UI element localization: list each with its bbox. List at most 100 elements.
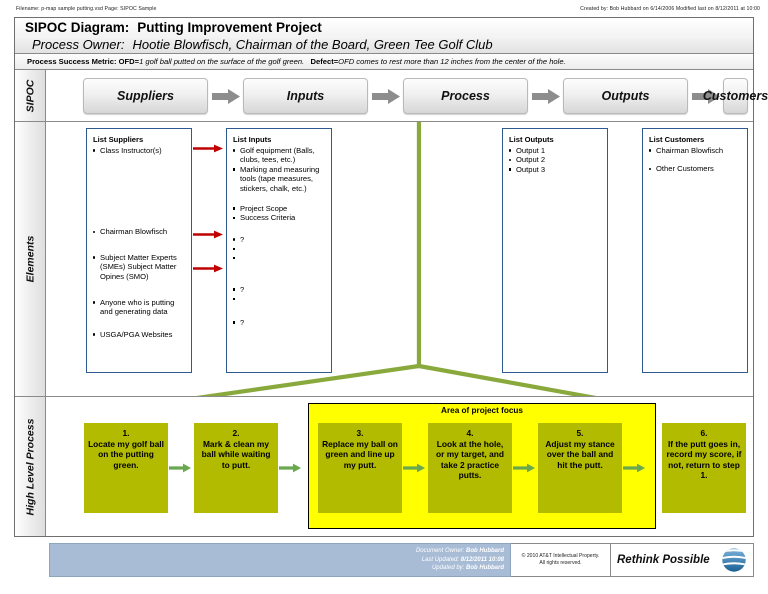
footer-brand-block: Rethink Possible: [611, 543, 754, 577]
footer-owner-line: Document Owner: Bob Hubbard: [50, 547, 504, 556]
process-step-4[interactable]: 4. Look at the hole, or my target, and t…: [428, 423, 512, 513]
list-item: Golf equipment (Balls, clubs, tees, etc.…: [233, 146, 326, 165]
process-step-5-number: 5.: [576, 428, 584, 438]
list-item: Success Criteria: [233, 213, 326, 222]
sipoc-header-process[interactable]: Process: [403, 78, 528, 114]
process-arrow-icon-4: [513, 463, 535, 473]
red-arrow-icon-1: [193, 144, 223, 153]
element-box-customers[interactable]: List Customers Chairman Blowfisch Other …: [642, 128, 748, 373]
sipoc-band-label-text: SIPOC: [24, 79, 36, 112]
process-step-1-number: 1.: [122, 428, 130, 438]
chevron-right-icon-3: [532, 89, 560, 104]
process-step-6-text: If the putt goes in, record my score, if…: [666, 438, 742, 481]
sipoc-header-inputs[interactable]: Inputs: [243, 78, 368, 114]
process-arrow-icon-3: [403, 463, 425, 473]
chevron-right-icon-2: [372, 89, 400, 104]
sipoc-header-process-label: Process: [441, 89, 490, 103]
title-block: SIPOC Diagram:Putting Improvement Projec…: [15, 18, 753, 54]
process-step-1[interactable]: 1. Locate my golf ball on the putting gr…: [84, 423, 168, 513]
list-item: ?: [233, 285, 326, 294]
sipoc-header-customers-label: Customers: [702, 89, 768, 103]
att-globe-icon: [722, 548, 746, 572]
process-owner-label: Process Owner:: [32, 37, 125, 52]
process-step-2-text: Mark & clean my ball while waiting to pu…: [201, 438, 271, 470]
sipoc-band-label: SIPOC: [15, 70, 46, 121]
list-item: Marking and measuring tools (tape measur…: [233, 165, 326, 193]
metric-term-ofd: OFD=: [118, 57, 140, 66]
sipoc-header-inputs-label: Inputs: [286, 89, 325, 103]
sipoc-header-outputs[interactable]: Outputs: [563, 78, 688, 114]
diagram-title-row: SIPOC Diagram:Putting Improvement Projec…: [25, 20, 322, 35]
element-heading-customers: List Customers: [649, 135, 705, 144]
process-step-3-number: 3.: [356, 428, 364, 438]
footer-updatedby-line: Updated by: Bob Hubbard: [50, 564, 504, 573]
process-band-body: Area of project focus 1. Locate my golf …: [46, 397, 753, 536]
list-item: Output 1: [509, 146, 602, 155]
list-item: Anyone who is putting and generating dat…: [93, 298, 186, 317]
metric-def-ofd: 1 golf ball putted on the surface of the…: [139, 57, 305, 66]
process-step-5-text: Adjust my stance over the ball and hit t…: [545, 438, 615, 470]
list-item: Other Customers: [649, 164, 742, 173]
process-owner-row: Process Owner: Hootie Blowfisch, Chairman…: [32, 37, 493, 52]
process-step-3[interactable]: 3. Replace my ball on green and line up …: [318, 423, 402, 513]
element-box-inputs[interactable]: List Inputs Golf equipment (Balls, clubs…: [226, 128, 332, 373]
filename-text: Filename: p-map sample putting.vsd Page:…: [16, 6, 157, 12]
chevron-right-icon-4: [692, 89, 720, 104]
metric-term-defect: Defect=: [310, 57, 339, 66]
list-item: [233, 294, 326, 303]
output-list: Output 1 Output 2 Output 3: [509, 146, 602, 174]
process-step-2-number: 2.: [232, 428, 240, 438]
brand-slogan: Rethink Possible: [617, 554, 710, 566]
footer-copyright-block: © 2010 AT&T Intellectual Property. All r…: [511, 543, 611, 577]
process-arrow-icon-1: [169, 463, 191, 473]
list-item: Project Scope: [233, 204, 326, 213]
metric-def-defect: OFD comes to rest more than 12 inches fr…: [338, 57, 566, 66]
element-box-suppliers[interactable]: List Suppliers Class Instructor(s) Chair…: [86, 128, 192, 373]
sipoc-band: SIPOC Suppliers Inputs Process: [15, 70, 768, 122]
footer-owner-value: Bob Hubbard: [466, 548, 504, 554]
element-heading-outputs: List Outputs: [509, 135, 554, 144]
sipoc-header-suppliers[interactable]: Suppliers: [83, 78, 208, 114]
list-item: Class Instructor(s): [93, 146, 186, 155]
list-item: Output 2: [509, 155, 602, 164]
supplier-list: Class Instructor(s) Chairman Blowfisch S…: [93, 146, 186, 339]
process-band: High Level Process Area of project focus…: [15, 397, 753, 536]
process-step-6-number: 6.: [700, 428, 708, 438]
chevron-right-icon-1: [212, 89, 240, 104]
process-step-2[interactable]: 2. Mark & clean my ball while waiting to…: [194, 423, 278, 513]
elements-band-body: List Suppliers Class Instructor(s) Chair…: [46, 122, 753, 396]
metric-label: Process Success Metric:: [27, 57, 117, 66]
element-heading-inputs: List Inputs: [233, 135, 272, 144]
footer-updated-line: Last Updated: 8/12/2011 10:08: [50, 556, 504, 565]
list-item: Subject Matter Experts (SMEs) Subject Ma…: [93, 253, 186, 281]
footer-updated-label: Last Updated:: [421, 556, 460, 563]
copyright-line-1: © 2010 AT&T Intellectual Property.: [521, 553, 600, 559]
footer-updatedby-value: Bob Hubbard: [466, 565, 504, 572]
process-step-1-text: Locate my golf ball on the putting green…: [88, 438, 164, 470]
list-item: Chairman Blowfisch: [649, 146, 742, 155]
sipoc-band-body: Suppliers Inputs Process O: [46, 70, 768, 121]
process-step-6[interactable]: 6. If the putt goes in, record my score,…: [662, 423, 746, 513]
process-step-4-number: 4.: [466, 428, 474, 438]
list-item: Chairman Blowfisch: [93, 227, 186, 236]
elements-band-label: Elements: [15, 122, 46, 396]
area-of-project-focus-label: Area of project focus: [441, 406, 523, 415]
sipoc-header-outputs-label: Outputs: [601, 89, 650, 103]
process-owner-value: Hootie Blowfisch, Chairman of the Board,…: [132, 37, 493, 52]
footer-owner-label: Document Owner:: [415, 548, 465, 554]
process-band-label: High Level Process: [15, 397, 46, 536]
process-band-label-text: High Level Process: [24, 418, 36, 515]
element-box-outputs[interactable]: List Outputs Output 1 Output 2 Output 3: [502, 128, 608, 373]
footer-updatedby-label: Updated by:: [431, 565, 465, 572]
document-footer: Document Owner: Bob Hubbard Last Updated…: [49, 543, 754, 577]
sipoc-header-customers[interactable]: Customers: [703, 78, 768, 114]
red-arrow-icon-2: [193, 230, 223, 239]
elements-band-label-text: Elements: [24, 235, 36, 283]
process-step-3-text: Replace my ball on green and line up my …: [322, 438, 398, 470]
process-success-metric-bar: Process Success Metric: OFD=1 golf ball …: [15, 54, 753, 70]
process-step-4-text: Look at the hole, or my target, and take…: [436, 438, 504, 481]
list-item: [233, 254, 326, 263]
red-arrow-icon-3: [193, 264, 223, 273]
process-step-5[interactable]: 5. Adjust my stance over the ball and hi…: [538, 423, 622, 513]
copyright-line-2: All rights reserved.: [539, 560, 582, 566]
